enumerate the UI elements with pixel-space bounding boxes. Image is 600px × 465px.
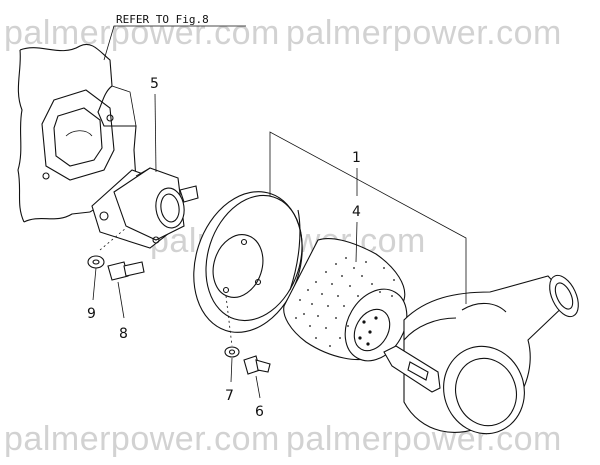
- bolt-6: [243, 355, 271, 375]
- callout-9: 9: [87, 306, 96, 322]
- filter-inner-holes: [358, 316, 378, 346]
- part-1-bracket: [269, 131, 467, 304]
- callout-5: 5: [150, 76, 159, 92]
- leader-7: [230, 357, 233, 383]
- leader-4: [355, 221, 358, 263]
- leader-8: [117, 281, 125, 319]
- watermark-bottom-right: palmerpower.com: [286, 420, 562, 458]
- callout-1: 1: [352, 150, 361, 166]
- leader-9: [92, 267, 97, 301]
- callout-7: 7: [225, 388, 234, 404]
- reference-note: REFER TO Fig.8: [116, 13, 209, 26]
- housing-clamp: [383, 345, 441, 393]
- callout-6: 6: [255, 404, 264, 420]
- filter-element: [283, 237, 408, 362]
- reference-leader: [103, 25, 246, 61]
- callout-8: 8: [119, 326, 128, 342]
- washer-9: [87, 255, 105, 269]
- watermark-bottom-left: palmerpower.com: [4, 420, 280, 458]
- intake-adapter: [91, 167, 199, 249]
- engine-block: [17, 43, 137, 223]
- washer-7: [224, 346, 240, 358]
- leader-5: [154, 93, 157, 173]
- bolt-8: [107, 261, 145, 281]
- filter-mesh: [295, 257, 395, 347]
- assembly-line-adapter: [99, 227, 127, 251]
- air-cleaner-housing: [403, 274, 579, 435]
- watermark-top-right: palmerpower.com: [286, 14, 562, 52]
- backing-plate: [193, 191, 303, 333]
- watermark-top-left: palmerpower.com: [4, 14, 280, 52]
- callout-4: 4: [352, 204, 361, 220]
- leader-6: [255, 375, 261, 399]
- assembly-line-washer-7: [225, 295, 233, 347]
